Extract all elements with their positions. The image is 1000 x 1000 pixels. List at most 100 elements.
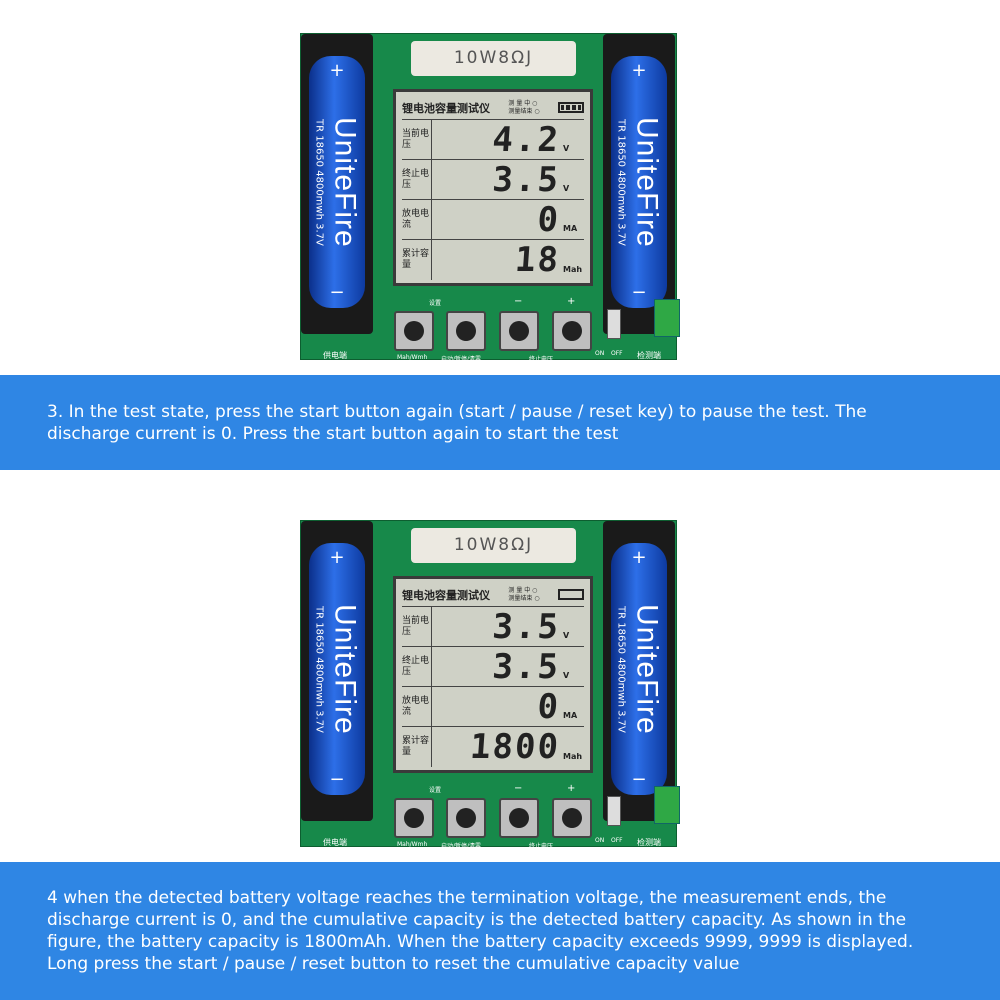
row-value: 4.2: [491, 119, 562, 160]
battery-plus: +: [631, 547, 647, 568]
label-on: ON: [595, 350, 605, 357]
tester-pcb: + UniteFire TR 18650 4800mwh 3.7V − + Un…: [300, 520, 680, 850]
start-pause-reset-button[interactable]: [446, 311, 486, 351]
label-test: 检测端: [637, 351, 661, 360]
mode-button[interactable]: [394, 311, 434, 351]
battery-plus: +: [329, 60, 345, 81]
battery-minus: −: [329, 769, 345, 790]
label-b3: 终止电压: [529, 843, 554, 850]
load-resistor: 10W8ΩJ: [411, 528, 576, 563]
label-b2: 启动/暂停/清零: [441, 356, 482, 363]
row-label: 当前电压: [402, 607, 432, 646]
row-value: 3.5: [491, 159, 562, 200]
label-plus: +: [567, 783, 576, 794]
label-power: 供电端: [323, 838, 347, 847]
battery-plus: +: [631, 60, 647, 81]
caption-text: 3. In the test state, press the start bu…: [47, 401, 867, 444]
minus-button[interactable]: [499, 798, 539, 838]
row-label: 当前电压: [402, 120, 432, 159]
row-unit: V: [563, 631, 570, 640]
row-value: 0: [536, 199, 562, 240]
row-unit: Mah: [563, 265, 583, 274]
label-b3: 终止电压: [529, 356, 554, 363]
tester-pcb: + UniteFire TR 18650 4800mwh 3.7V − + Un…: [300, 33, 680, 363]
power-switch[interactable]: [607, 309, 621, 339]
battery-spec: TR 18650 4800mwh 3.7V: [313, 605, 325, 733]
battery-brand: UniteFire: [328, 603, 362, 735]
battery-18650: + UniteFire TR 18650 4800mwh 3.7V −: [309, 543, 365, 795]
label-off: OFF: [611, 350, 623, 357]
mode-button[interactable]: [394, 798, 434, 838]
battery-spec: TR 18650 4800mwh 3.7V: [615, 605, 627, 733]
battery-spec: TR 18650 4800mwh 3.7V: [615, 118, 627, 246]
row-label: 累计容量: [402, 727, 432, 767]
row-unit: V: [563, 671, 570, 680]
row-value: 3.5: [491, 606, 562, 647]
row-value: 0: [536, 686, 562, 727]
power-switch[interactable]: [607, 796, 621, 826]
label-minus: −: [514, 296, 523, 307]
test-terminal: [654, 786, 680, 824]
row-label: 累计容量: [402, 240, 432, 280]
row-label: 终止电压: [402, 647, 432, 686]
battery-brand: UniteFire: [630, 603, 664, 735]
battery-holder-left: + UniteFire TR 18650 4800mwh 3.7V −: [301, 34, 373, 334]
battery-brand: UniteFire: [630, 116, 664, 248]
plus-button[interactable]: [552, 311, 592, 351]
label-set: 设置: [429, 300, 442, 307]
label-test: 检测端: [637, 838, 661, 847]
row-unit: MA: [563, 224, 578, 233]
product-photo-1: + UniteFire TR 18650 4800mwh 3.7V − + Un…: [0, 0, 1000, 375]
battery-holder-right: + UniteFire TR 18650 4800mwh 3.7V −: [603, 521, 675, 821]
load-resistor: 10W8ΩJ: [411, 41, 576, 76]
caption-text: 4 when the detected battery voltage reac…: [47, 888, 914, 974]
row-value: 18: [513, 240, 562, 280]
lcd-title: 锂电池容量测试仪: [402, 588, 490, 602]
label-b1: Mah/Wmh: [397, 841, 428, 848]
status-finished: 测量结束: [508, 594, 533, 602]
status-measuring: 测 量 中: [508, 99, 531, 107]
row-value: 1800: [468, 727, 562, 767]
row-unit: V: [563, 184, 570, 193]
battery-level-icon: [558, 102, 584, 113]
label-set: 设置: [429, 787, 442, 794]
lcd-title: 锂电池容量测试仪: [402, 101, 490, 115]
battery-18650: + UniteFire TR 18650 4800mwh 3.7V −: [611, 543, 667, 795]
battery-brand: UniteFire: [328, 116, 362, 248]
label-power: 供电端: [323, 351, 347, 360]
test-terminal: [654, 299, 680, 337]
battery-holder-right: + UniteFire TR 18650 4800mwh 3.7V −: [603, 34, 675, 334]
row-unit: Mah: [563, 752, 583, 761]
battery-plus: +: [329, 547, 345, 568]
start-pause-reset-button[interactable]: [446, 798, 486, 838]
plus-button[interactable]: [552, 798, 592, 838]
label-minus: −: [514, 783, 523, 794]
battery-holder-left: + UniteFire TR 18650 4800mwh 3.7V −: [301, 521, 373, 821]
row-label: 放电电流: [402, 200, 432, 239]
battery-minus: −: [329, 282, 345, 303]
row-unit: MA: [563, 711, 578, 720]
minus-button[interactable]: [499, 311, 539, 351]
row-label: 终止电压: [402, 160, 432, 199]
status-finished: 测量结束: [508, 107, 533, 115]
label-off: OFF: [611, 837, 623, 844]
caption-band-4: 4 when the detected battery voltage reac…: [0, 862, 1000, 1000]
battery-18650: + UniteFire TR 18650 4800mwh 3.7V −: [309, 56, 365, 308]
label-b1: Mah/Wmh: [397, 354, 428, 361]
battery-18650: + UniteFire TR 18650 4800mwh 3.7V −: [611, 56, 667, 308]
label-plus: +: [567, 296, 576, 307]
battery-level-icon: [558, 589, 584, 600]
label-b2: 启动/暂停/清零: [441, 843, 482, 850]
caption-band-3: 3. In the test state, press the start bu…: [0, 375, 1000, 470]
battery-spec: TR 18650 4800mwh 3.7V: [313, 118, 325, 246]
